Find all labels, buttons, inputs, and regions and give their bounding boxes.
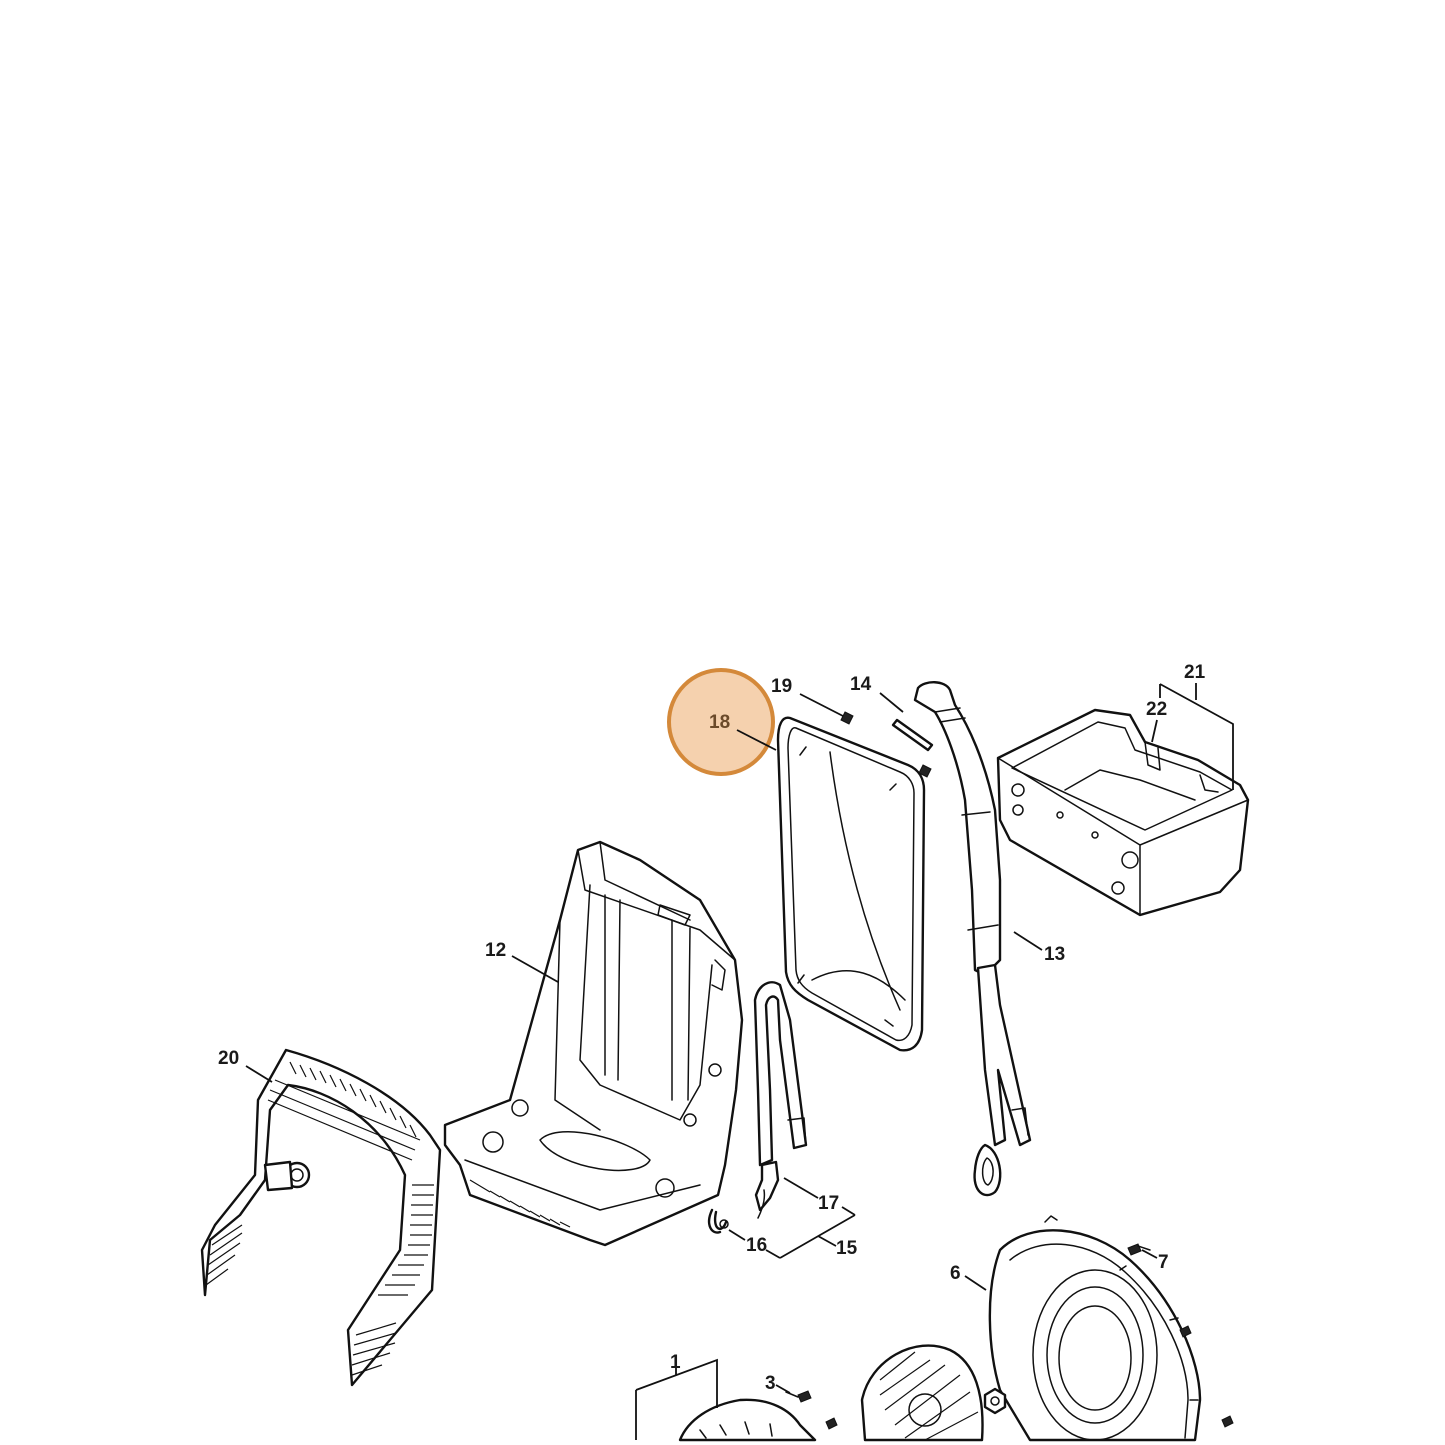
label-16: 16 xyxy=(746,1235,767,1256)
bracket-1 xyxy=(635,1358,718,1440)
leader-7 xyxy=(1141,1249,1158,1259)
tool-box-part-21[interactable] xyxy=(996,708,1250,917)
shoulder-strap-part-13[interactable] xyxy=(913,681,1032,1197)
leader-6 xyxy=(964,1275,987,1291)
label-6: 6 xyxy=(950,1263,961,1284)
fan-impeller[interactable] xyxy=(860,1344,1007,1442)
label-1: 1 xyxy=(670,1352,681,1373)
leader-20 xyxy=(245,1065,273,1083)
label-22: 22 xyxy=(1146,699,1167,720)
label-21: 21 xyxy=(1184,662,1206,683)
leader-13 xyxy=(1013,931,1043,951)
leader-16 xyxy=(728,1229,746,1241)
label-15: 15 xyxy=(836,1238,858,1259)
bracket-21 xyxy=(1159,683,1234,790)
leader-12 xyxy=(511,955,559,983)
highlight-marker[interactable] xyxy=(667,668,775,776)
shroud-part-20[interactable] xyxy=(200,1048,442,1387)
screw-part-7[interactable] xyxy=(1127,1243,1234,1428)
label-20: 20 xyxy=(218,1048,239,1069)
label-17: 17 xyxy=(818,1193,839,1214)
back-pad-part-18[interactable] xyxy=(776,716,926,1052)
label-12: 12 xyxy=(485,940,506,961)
waist-strap-part-17[interactable] xyxy=(753,981,808,1219)
leader-22 xyxy=(1151,719,1158,743)
leader-3 xyxy=(775,1384,791,1394)
bracket-15 xyxy=(765,1206,856,1259)
label-3: 3 xyxy=(765,1373,776,1394)
label-19: 19 xyxy=(771,676,792,697)
backpack-frame-part-12[interactable] xyxy=(443,840,744,1247)
leader-19 xyxy=(799,693,844,717)
label-13: 13 xyxy=(1044,944,1065,965)
label-18: 18 xyxy=(709,712,730,733)
engine-cover-part-1[interactable] xyxy=(678,1398,838,1442)
leader-14 xyxy=(879,692,904,713)
pin-part-14[interactable] xyxy=(891,718,934,752)
blower-housing-part-6[interactable] xyxy=(988,1215,1202,1442)
leader-17 xyxy=(783,1177,819,1199)
label-14: 14 xyxy=(850,674,872,695)
hook-part-16[interactable] xyxy=(707,1208,729,1234)
label-7: 7 xyxy=(1158,1252,1169,1273)
screw-part-19[interactable] xyxy=(840,711,932,778)
leader-18 xyxy=(736,729,777,751)
